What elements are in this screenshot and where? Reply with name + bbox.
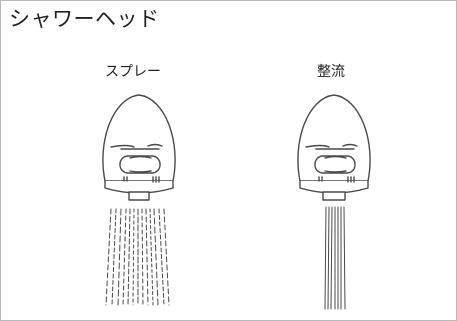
spray-water-jets <box>105 208 170 306</box>
spray-mode-label: スプレー <box>105 64 161 80</box>
page-title: シャワーヘッド <box>9 7 160 31</box>
spray-shower-head-icon <box>102 94 176 201</box>
laminar-water-streams <box>324 206 346 310</box>
laminar-shower-head-icon <box>297 94 371 201</box>
laminar-mode-label: 整流 <box>317 64 345 80</box>
